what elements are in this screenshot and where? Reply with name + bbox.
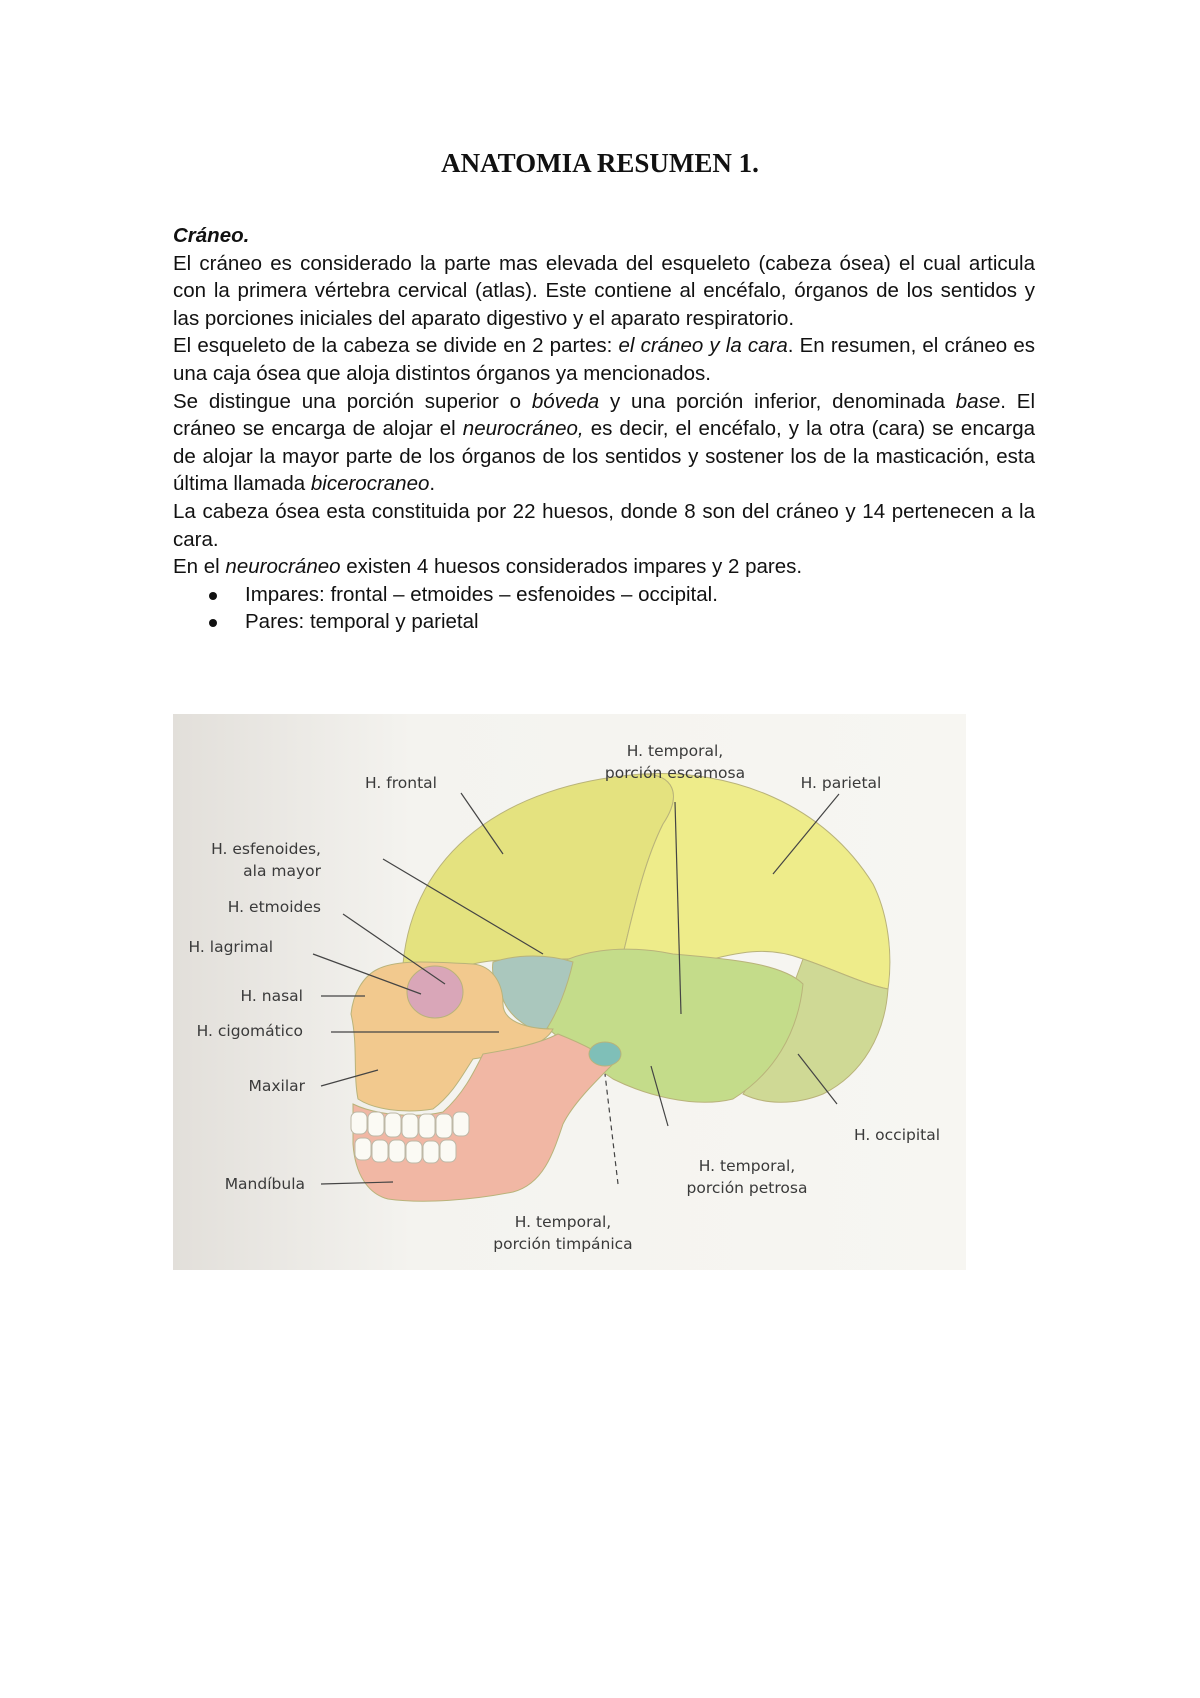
label-frontal: H. frontal (365, 774, 437, 792)
italic-term: bicerocraneo (310, 472, 430, 496)
skull-figure: H. temporal, porción escamosa H. frontal… (173, 714, 966, 1270)
italic-term: base (955, 389, 1001, 413)
italic-term: el cráneo y la cara (618, 334, 788, 358)
label-lagrimal: H. lagrimal (189, 938, 273, 956)
label-esfenoides-1: H. esfenoides, (211, 840, 321, 858)
label-nasal: H. nasal (241, 987, 303, 1005)
text-run: es decir, el encéfalo, y la otra (cara) … (173, 417, 1035, 496)
bullet-text: Pares: temporal y parietal (245, 610, 479, 634)
label-cigomatico: H. cigomático (197, 1022, 303, 1040)
bullet-text: Impares: frontal – etmoides – esfenoides… (245, 582, 718, 606)
document-title: ANATOMIA RESUMEN 1. (441, 148, 759, 178)
bullet-list: Impares: frontal – etmoides – esfenoides… (173, 581, 1035, 636)
label-temporal-escamosa-1: H. temporal, (627, 742, 723, 760)
label-occipital: H. occipital (854, 1126, 940, 1144)
text-run: . (429, 472, 436, 496)
section-heading: Cráneo. (173, 224, 250, 247)
bullet-dot-icon (209, 619, 217, 628)
bullet-dot-icon (209, 591, 217, 600)
paragraph: El cráneo es considerado la parte mas el… (173, 250, 1035, 333)
document-body: Cráneo. El cráneo es considerado la part… (173, 222, 1035, 636)
text-run: La cabeza ósea esta constituida por 22 h… (173, 499, 1035, 551)
text-run: Se distingue una porción superior o (173, 389, 532, 413)
paragraph: En el neurocráneo existen 4 huesos consi… (173, 553, 1035, 581)
text-run: y una porción inferior, denominada (599, 389, 956, 413)
italic-term: neurocráneo (225, 555, 341, 579)
label-esfenoides-2: ala mayor (243, 862, 321, 880)
text-run: En el (173, 555, 226, 579)
label-temporal-petrosa-1: H. temporal, (699, 1157, 795, 1175)
text-run: . El cráneo se encarga de alojar el (173, 389, 1035, 441)
text-run: existen 4 huesos considerados impares y … (340, 555, 803, 579)
text-run: El esqueleto de la cabeza se divide en 2… (173, 334, 619, 358)
label-etmoides: H. etmoides (228, 898, 321, 916)
paragraph: El esqueleto de la cabeza se divide en 2… (173, 332, 1035, 387)
petrous-region (588, 1041, 622, 1067)
label-parietal: H. parietal (801, 774, 882, 792)
label-maxilar: Maxilar (248, 1077, 305, 1095)
paragraph: Se distingue una porción superior o bóve… (173, 388, 1035, 498)
text-run: El cráneo es considerado la parte mas el… (173, 251, 1035, 330)
paragraph: La cabeza ósea esta constituida por 22 h… (173, 498, 1035, 553)
label-temporal-petrosa-2: porción petrosa (687, 1179, 808, 1197)
italic-term: bóveda (531, 389, 600, 413)
label-temporal-escamosa-2: porción escamosa (605, 764, 745, 782)
skull-illustration: H. temporal, porción escamosa H. frontal… (189, 742, 941, 1253)
bullet-item: Pares: temporal y parietal (173, 608, 1035, 636)
text-run: . En resumen, el cráneo es una caja ósea… (173, 334, 1035, 385)
teeth (350, 1111, 470, 1164)
label-temporal-timpanica-2: porción timpánica (493, 1235, 632, 1253)
label-mandibula: Mandíbula (225, 1175, 305, 1193)
orbit (406, 965, 464, 1019)
paragraph-list: El cráneo es considerado la parte mas el… (173, 250, 1035, 581)
parietal-bone (622, 773, 891, 990)
leader-lines (312, 792, 840, 1185)
italic-term: neurocráneo, (462, 417, 584, 441)
label-temporal-timpanica-1: H. temporal, (515, 1213, 611, 1231)
facial-bones (350, 961, 554, 1112)
bullet-item: Impares: frontal – etmoides – esfenoides… (173, 581, 1035, 609)
